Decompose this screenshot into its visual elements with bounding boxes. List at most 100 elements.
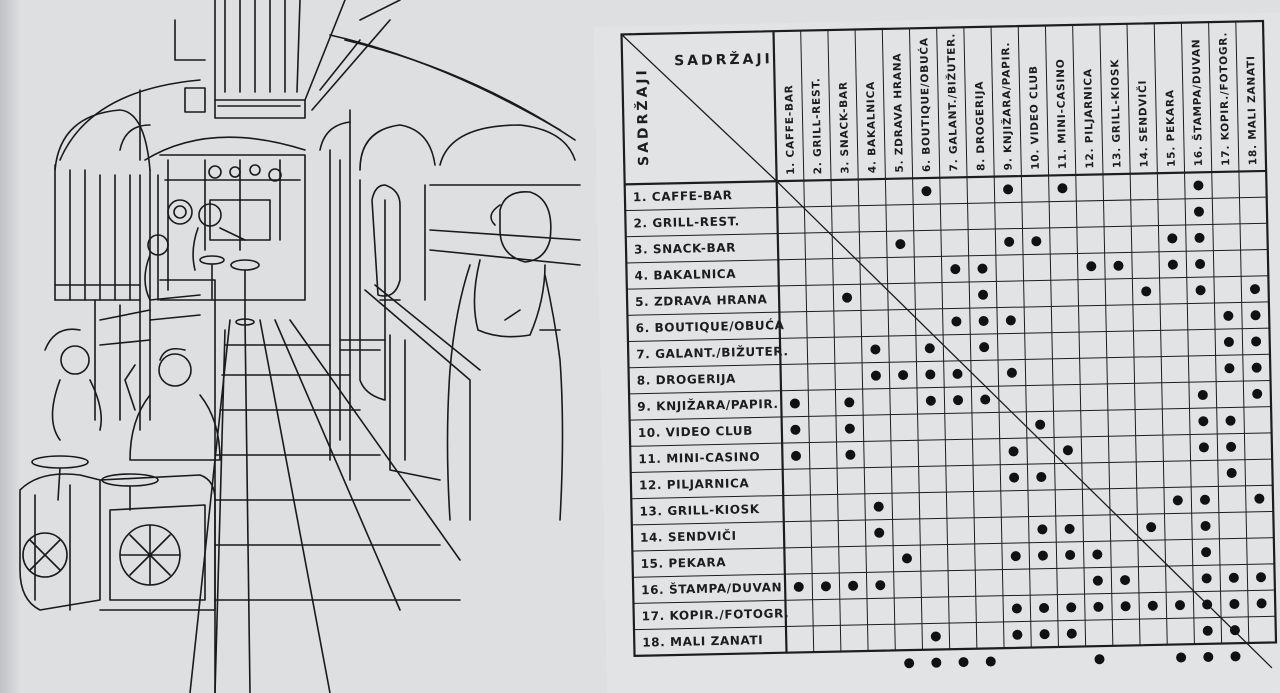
compatibility-dot (1092, 575, 1103, 586)
compatibility-dot (1004, 236, 1015, 247)
column-header: 2. GRILL-REST. (810, 77, 824, 174)
compatibility-dot (1146, 522, 1157, 533)
compatibility-dot (1202, 599, 1213, 610)
compatibility-dot (1224, 363, 1235, 374)
compatibility-dot (1226, 441, 1237, 452)
column-header: 3. SNACK-BAR (838, 81, 852, 174)
page-binding-shadow (0, 0, 20, 693)
corner-diagonal (621, 33, 778, 182)
row-header: 14. SENDVIČI (640, 528, 737, 545)
compatibility-dot (931, 657, 942, 668)
compatibility-dot (1092, 549, 1103, 560)
column-header: 17. KOPIR./FOTOGR. (1217, 32, 1232, 166)
compatibility-dot (1256, 598, 1267, 609)
compatibility-dot (1175, 600, 1186, 611)
row-header: 15. PEKARA (640, 555, 726, 571)
compatibility-dot (925, 395, 936, 406)
compatibility-dot (1006, 367, 1017, 378)
compatibility-dot (1094, 654, 1105, 665)
compatibility-dot (1037, 524, 1048, 535)
compatibility-dot (1201, 547, 1212, 558)
compatibility-dot (875, 580, 886, 591)
compatibility-dot (978, 315, 989, 326)
compatibility-dot (1057, 183, 1068, 194)
compatibility-dot (1228, 572, 1239, 583)
compatibility-dot (1009, 472, 1020, 483)
compatibility-dot (1229, 598, 1240, 609)
compatibility-dot (898, 370, 909, 381)
tram-interior-illustration (19, 0, 581, 693)
compatibility-dot (978, 289, 989, 300)
compatibility-dot (1065, 550, 1076, 561)
corner-side-label: SADRŽAJI (633, 67, 652, 166)
compatibility-dot (1172, 495, 1183, 506)
compatibility-dot (1201, 573, 1212, 584)
compatibility-dot (1120, 601, 1131, 612)
compatibility-dot (1202, 625, 1213, 636)
compatibility-dot (950, 264, 961, 275)
row-header: 13. GRILL-KIOSK (639, 502, 760, 519)
compatibility-dot (1093, 601, 1104, 612)
compatibility-dot (1031, 236, 1042, 247)
column-header: 14. SENDVIČI (1136, 80, 1151, 168)
compatibility-dot (901, 553, 912, 564)
row-header: 10. VIDEO CLUB (638, 424, 753, 440)
compatibility-dot (873, 501, 884, 512)
compatibility-dot (1251, 362, 1262, 373)
row-header: 11. MINI-CASINO (638, 450, 760, 467)
compatibility-dot (845, 449, 856, 460)
compatibility-dot (930, 631, 941, 642)
matrix-grid (620, 19, 1278, 657)
matrix-paper (593, 12, 1280, 693)
compatibility-dot (844, 397, 855, 408)
column-header: 8. DROGERIJA (974, 81, 988, 171)
compatibility-dot (1037, 550, 1048, 561)
row-header: 5. ZDRAVA HRANA (635, 292, 768, 309)
compatibility-dot (1011, 603, 1022, 614)
compatibility-dot (1167, 259, 1178, 270)
compatibility-dot (1003, 184, 1014, 195)
compatibility-dot (1036, 471, 1047, 482)
column-header: 5. ZDRAVA HRANA (891, 53, 906, 173)
row-header: 3. SNACK-BAR (634, 241, 736, 257)
column-header: 10. VIDEO CLUB (1028, 65, 1042, 170)
matrix-main-diagonal (776, 180, 1273, 669)
compatibility-dot (870, 370, 881, 381)
column-header: 9. KNJIŽARA/PAPIR. (999, 42, 1015, 171)
compatibility-dot (904, 658, 915, 669)
compatibility-dot (1223, 310, 1234, 321)
row-header: 7. GALANT./BIŽUTER. (636, 343, 789, 361)
compatibility-dot (1113, 260, 1124, 271)
row-header: 16. ŠTAMPA/DUVAN (641, 579, 782, 597)
row-header: 12. PILJARNICA (639, 476, 750, 492)
compatibility-dot (790, 450, 801, 461)
compatibility-dot (1254, 493, 1265, 504)
compatibility-dot (1225, 415, 1236, 426)
row-header: 17. KOPIR./FOTOGR. (642, 606, 790, 623)
compatibility-dot (1250, 310, 1261, 321)
compatibility-dot (1197, 389, 1208, 400)
compatibility-dot (874, 527, 885, 538)
column-header: 16. ŠTAMPA/DUVAN (1189, 38, 1205, 166)
compatibility-dot (951, 316, 962, 327)
column-header: 15. PEKARA (1164, 89, 1178, 167)
compatibility-dot (1086, 261, 1097, 272)
compatibility-dot (985, 656, 996, 667)
compatibility-dot (848, 580, 859, 591)
compatibility-dot (1039, 629, 1050, 640)
compatibility-dot (1200, 494, 1211, 505)
compatibility-dot (870, 344, 881, 355)
compatibility-dot (1194, 232, 1205, 243)
compatibility-dot (921, 186, 932, 197)
compatibility-dot (1066, 628, 1077, 639)
column-header: 6. BOUTIQUE/OBUĆA (917, 37, 933, 172)
compatibility-dot (1147, 600, 1158, 611)
compatibility-dot (1141, 286, 1152, 297)
compatibility-dot (1062, 445, 1073, 456)
column-header: 18. MALI ZANATI (1245, 55, 1259, 165)
row-header: 1. CAFFE-BAR (633, 188, 733, 204)
corner-top-label: SADRŽAJI (674, 50, 773, 69)
